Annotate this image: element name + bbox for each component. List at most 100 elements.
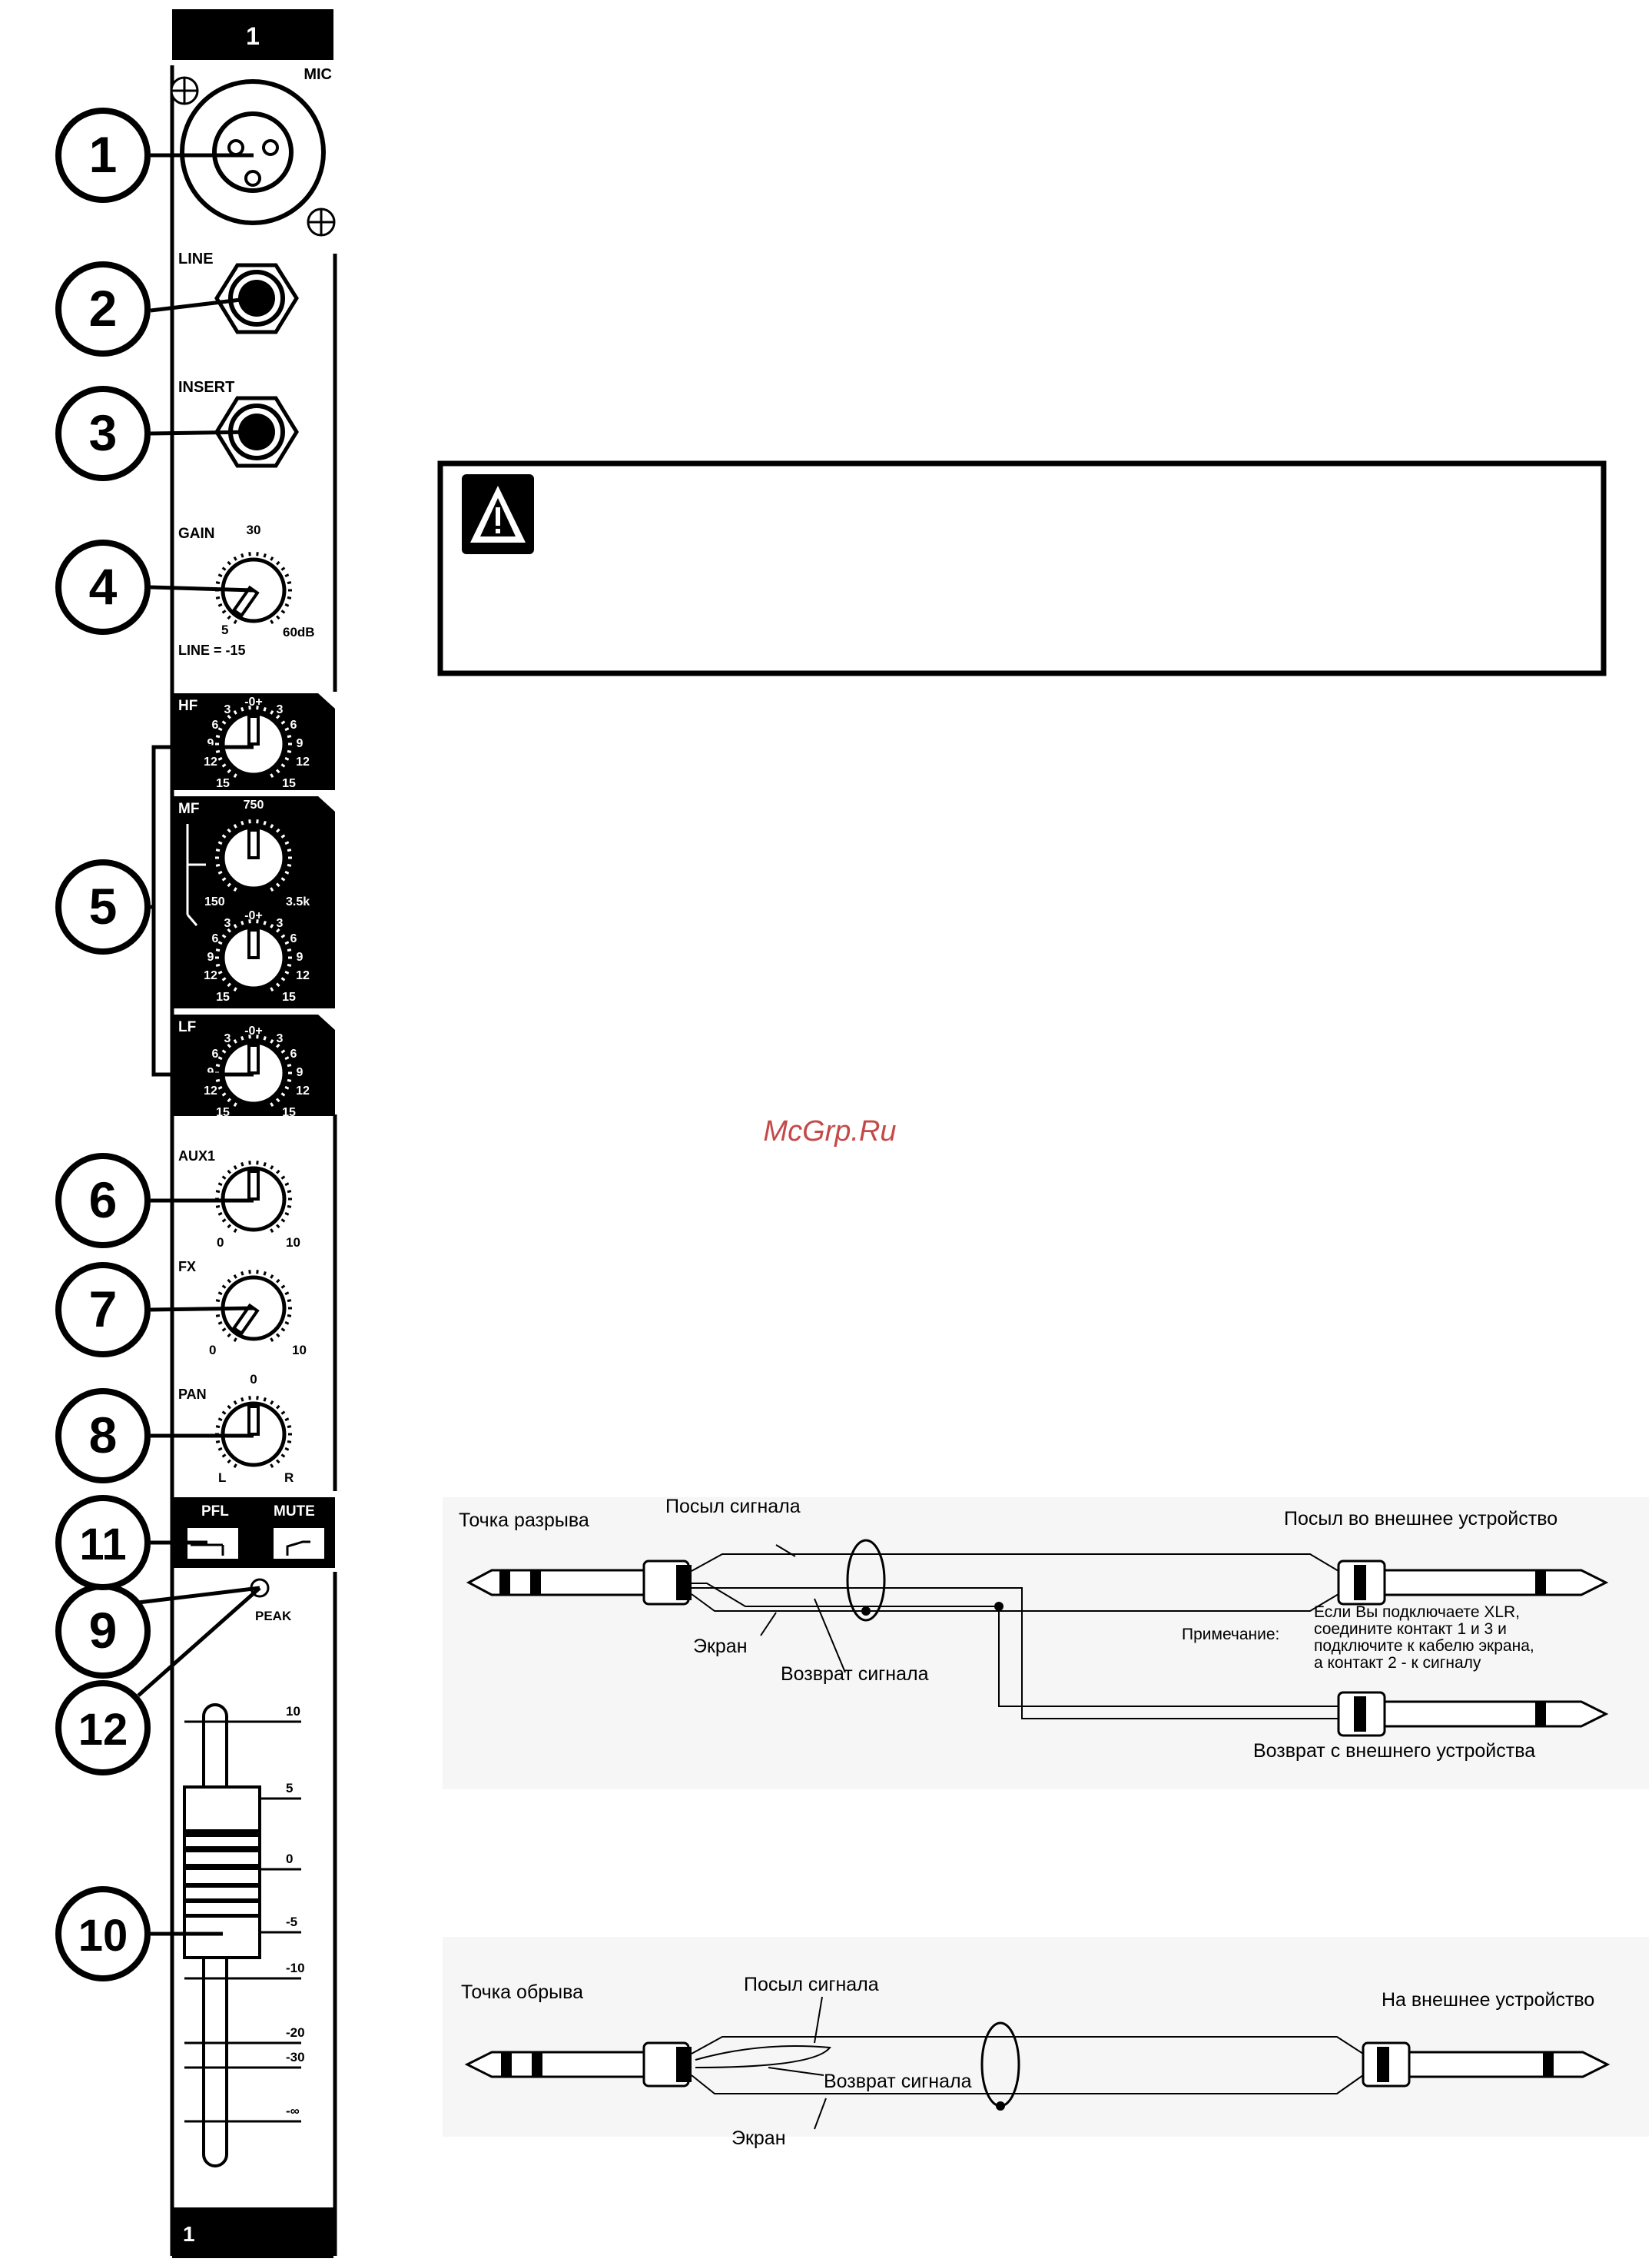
mf-freq-min: 150 [204, 895, 225, 908]
svg-text:4: 4 [89, 558, 118, 615]
pan-label: PAN [178, 1387, 207, 1402]
trs-plug-send [1337, 1559, 1609, 1606]
fader-scale-label: -5 [286, 1915, 297, 1929]
screw-icon [170, 76, 199, 105]
fader-knob[interactable] [183, 1785, 261, 1959]
fader-scale-label: 5 [286, 1781, 293, 1795]
svg-text:11: 11 [79, 1520, 126, 1569]
eq-scale-label: 12 [296, 756, 310, 769]
eq-scale-label: 15 [282, 777, 296, 790]
svg-text:10: 10 [78, 1911, 128, 1961]
trs-plug-right [1362, 2041, 1611, 2088]
gain-label: GAIN [178, 526, 215, 542]
fader-scale-label: -∞ [286, 2104, 300, 2118]
callout-12: 12 [55, 1680, 151, 1775]
channel-number-tab-bottom [172, 2207, 333, 2258]
callout-10: 10 [55, 1886, 151, 1981]
mf-freq-mid: 750 [244, 799, 264, 812]
eq-scale-label: 15 [282, 991, 296, 1004]
eq-scale-label: 6 [290, 1048, 297, 1061]
fx-scale-min: 0 [209, 1343, 216, 1357]
pan-scale-left: L [218, 1470, 226, 1485]
insert-signal-return-label: Возврат сигнала [781, 1663, 929, 1685]
line-input-jack[interactable] [214, 263, 299, 334]
warning-box [437, 460, 1607, 676]
insert-note-line-1: Если Вы подключаете XLR, [1314, 1603, 1520, 1621]
eq-scale-label: -0+ [244, 696, 263, 709]
eq-hf-label: HF [178, 698, 197, 714]
pfl-label: PFL [201, 1503, 229, 1520]
eq-scale-label: 3 [224, 917, 231, 930]
eq-scale-label: 12 [204, 969, 217, 982]
callout-4: 4 [55, 540, 151, 635]
callout-3: 3 [55, 386, 151, 481]
svg-text:9: 9 [89, 1602, 118, 1659]
svg-text:3: 3 [89, 404, 118, 461]
fx-knob[interactable] [215, 1270, 292, 1343]
callouts [137, 153, 261, 1936]
insert-cable-diagram: Точка разрыва Посыл сигнала Посыл во вне… [443, 1496, 1649, 1789]
eq-scale-label: 15 [216, 777, 230, 790]
fx-label: FX [178, 1259, 196, 1274]
aux1-scale-min: 0 [217, 1235, 224, 1250]
line-gain-note: LINE = -15 [178, 643, 246, 658]
callout-8: 8 [55, 1388, 151, 1483]
callout-1: 1 [55, 108, 151, 203]
eq-scale-label: 9 [297, 951, 304, 964]
xlr-mic-input[interactable] [180, 79, 326, 225]
eq-lf-label: LF [178, 1019, 196, 1035]
eq-scale-label: 12 [204, 756, 217, 769]
insert-break-point-label: Точка разрыва [459, 1510, 589, 1531]
direct-to-external-label: На внешнее устройство [1382, 1989, 1594, 2011]
insert-shield-label: Экран [693, 1636, 748, 1657]
aux1-knob[interactable] [215, 1161, 292, 1234]
mute-button[interactable] [274, 1528, 324, 1559]
mf-freq-knob[interactable] [215, 819, 292, 892]
pan-knob[interactable] [215, 1396, 292, 1469]
eq-scale-label: 3 [277, 917, 284, 930]
insert-send-external-label: Посыл во внешнее устройство [1284, 1508, 1557, 1530]
callout-9: 9 [55, 1583, 151, 1679]
mic-label: MIC [304, 66, 332, 83]
direct-out-cable-diagram: Точка обрыва Посыл сигнала На внешнее ус… [443, 1937, 1649, 2149]
callout-2: 2 [55, 261, 151, 357]
eq-scale-label: 9 [297, 737, 304, 750]
svg-text:5: 5 [89, 878, 118, 935]
aux1-label: AUX1 [178, 1148, 215, 1164]
eq-scale-label: 9 [297, 1066, 304, 1079]
eq-scale-label: 15 [282, 1106, 296, 1119]
direct-break-point-label: Точка обрыва [461, 1981, 583, 2003]
mf-freq-max: 3.5k [286, 895, 310, 908]
insert-label: INSERT [178, 379, 234, 396]
insert-note-label: Примечание: [1182, 1626, 1279, 1643]
eq-scale-label: 12 [296, 1084, 310, 1098]
channel-strip: 1 MIC LINE [170, 9, 337, 2258]
trs-plug-left [466, 1559, 692, 1606]
watermark: McGrp.Ru [763, 1115, 896, 1148]
trs-plug-return [1337, 1691, 1609, 1737]
channel-number-top: 1 [246, 22, 260, 50]
mute-label: MUTE [274, 1503, 315, 1520]
eq-scale-label: 6 [290, 932, 297, 945]
eq-mf-label: MF [178, 801, 199, 817]
insert-jack[interactable] [214, 396, 299, 468]
svg-text:7: 7 [89, 1280, 118, 1337]
eq-scale-label: 3 [224, 1032, 231, 1045]
svg-text:12: 12 [78, 1705, 128, 1755]
eq-scale-label: 3 [224, 703, 231, 716]
eq-scale-label: 6 [212, 719, 219, 732]
mf-eq-knob[interactable] [215, 919, 292, 992]
hf-eq-knob[interactable] [215, 706, 292, 779]
svg-text:6: 6 [89, 1171, 118, 1228]
fader-scale-label: -10 [286, 1961, 305, 1975]
insert-note-line-2: соедините контакт 1 и 3 и [1314, 1620, 1507, 1638]
gain-scale-max: 60dB [283, 625, 315, 639]
direct-signal-return-label: Возврат сигнала [824, 2071, 972, 2092]
eq-scale-label: 6 [212, 1048, 219, 1061]
svg-text:2: 2 [89, 280, 118, 337]
channel-number-tab-top [172, 9, 333, 60]
insert-note-line-3: подключите к кабелю экрана, [1314, 1637, 1534, 1655]
